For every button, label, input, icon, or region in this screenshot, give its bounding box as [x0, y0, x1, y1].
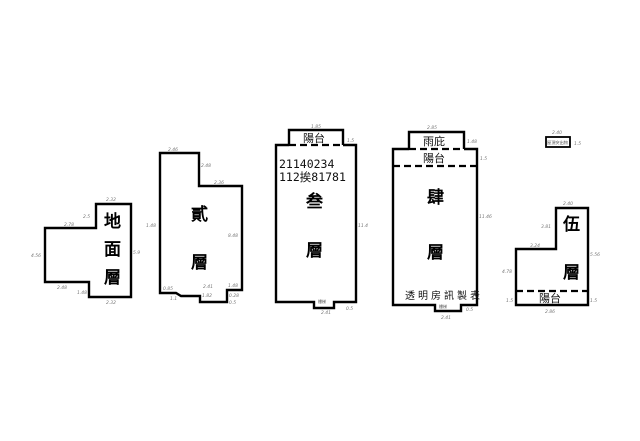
dimension-label: 1.5	[506, 298, 513, 304]
stair-label: 樓梯	[439, 303, 447, 309]
dimension-label: 2.5	[83, 214, 90, 220]
dimension-label: 2.36	[214, 180, 224, 186]
dimension-label: 2.41	[321, 310, 331, 316]
dimension-label: 1.5	[574, 141, 581, 147]
ground-floor-label-3: 層	[104, 268, 121, 288]
fourth-floor-plan: 雨庇 陽台 肆 層 透明房訊製表 樓梯 2.85 1.48 1.5 11.46 …	[391, 125, 492, 321]
dimension-label: 1.85	[311, 124, 321, 130]
dimension-label: 2.41	[441, 315, 451, 321]
fourth-floor-outline	[391, 147, 479, 313]
fourth-floor-label-1: 肆	[427, 187, 444, 208]
third-floor-balcony-label: 陽台	[303, 131, 325, 145]
dimension-label: 2.85	[427, 125, 437, 131]
dimension-label: 0.5	[466, 307, 473, 313]
second-floor-plan: 貳 層 2.46 2.48 2.36 1.48 8.48 0.85 2.41 1…	[146, 147, 244, 306]
dimension-label: 1.48	[77, 290, 87, 296]
stamp-line-1: 21140234	[279, 157, 334, 171]
ground-floor-label-2: 面	[104, 240, 121, 260]
fourth-floor-balcony-label: 陽台	[423, 151, 445, 165]
dimension-label: 4.78	[502, 269, 512, 275]
dimension-label: 1.1	[170, 296, 177, 302]
second-floor-label-2: 層	[191, 253, 208, 273]
dimension-label: 5.9	[133, 250, 140, 256]
dimension-label: 1.5	[590, 298, 597, 304]
roof-structure-outline	[545, 136, 571, 148]
second-floor-outline	[158, 151, 244, 304]
dimension-label: 2.41	[203, 284, 213, 290]
dimension-label: 2.32	[106, 197, 116, 203]
dimension-label: 2.48	[57, 285, 67, 291]
dimension-label: 0.85	[163, 286, 173, 292]
dimension-label: 3.81	[541, 224, 551, 230]
third-floor-balcony-top	[287, 128, 345, 145]
dimension-label: 1.5	[347, 138, 354, 144]
third-floor-outline	[274, 143, 358, 310]
dimension-label: 8.48	[228, 233, 238, 239]
stamp-line-2: 112挨81781	[279, 170, 346, 184]
fifth-floor-balcony-label: 陽台	[539, 291, 561, 305]
fourth-floor-canopy-top	[407, 130, 466, 149]
dimension-label: 2.46	[168, 147, 178, 153]
dimension-label: 2.40	[552, 130, 562, 136]
dimension-label: 0.5	[346, 306, 353, 312]
dimension-label: 2.86	[545, 309, 555, 315]
dimension-label: 2.78	[64, 222, 74, 228]
dimension-label: 2.48	[201, 163, 211, 169]
ground-floor-plan: 地 面 層 2.32 2.5 2.78 4.56 5.9 2.48 1.48 2…	[31, 197, 140, 306]
dimension-label: 1.48	[467, 139, 477, 145]
roof-structure-label: 屋頂突出物	[547, 139, 568, 146]
dimension-label: 0.5	[229, 300, 236, 306]
dimension-label: 3.24	[530, 243, 540, 249]
dimension-label: 11.4	[358, 223, 368, 229]
third-floor-label-2: 層	[306, 241, 323, 261]
ground-floor-label-1: 地	[104, 211, 121, 232]
fifth-floor-label-1: 伍	[562, 214, 580, 235]
ground-floor-outline	[43, 202, 133, 299]
fifth-floor-outline	[514, 206, 590, 307]
dimension-label: 1.5	[480, 156, 487, 162]
dimension-label: 5.56	[590, 252, 600, 258]
fourth-floor-canopy-label: 雨庇	[423, 134, 445, 148]
second-floor-label-1: 貳	[191, 204, 208, 225]
fifth-floor-plan: 伍 層 陽台 2.40 3.81 3.24 5.56 4.78 1.5 1.5 …	[502, 201, 600, 315]
third-floor-plan: 陽台 21140234 112挨81781 叁 層 樓梯 1.85 1.5 11…	[274, 124, 368, 316]
dimension-label: 0.28	[229, 293, 239, 299]
fourth-floor-label-2: 層	[427, 243, 444, 263]
dimension-label: 11.46	[479, 214, 492, 220]
dimension-label: 2.40	[563, 201, 573, 207]
dimension-label: 2.32	[106, 300, 116, 306]
dimension-label: 1.48	[228, 283, 238, 289]
third-floor-label-1: 叁	[305, 191, 324, 212]
roof-structure-plan: 屋頂突出物 2.40 1.5	[545, 130, 581, 148]
fifth-floor-label-2: 層	[563, 263, 580, 283]
dimension-label: 1.48	[146, 223, 156, 229]
dimension-label: 4.56	[31, 253, 41, 259]
watermark-text: 透明房訊製表	[405, 289, 483, 302]
dimension-label: 1.82	[202, 293, 212, 299]
stair-label: 樓梯	[318, 298, 326, 304]
